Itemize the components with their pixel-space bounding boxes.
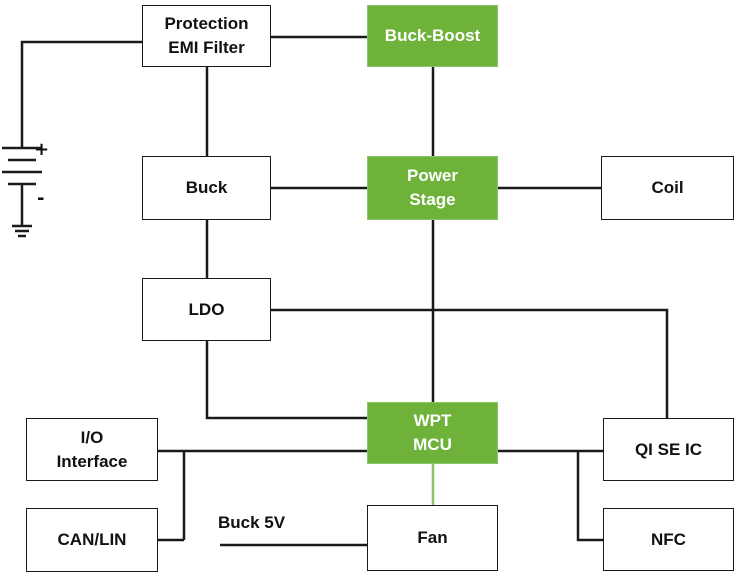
nfc-label: NFC	[651, 529, 686, 549]
buck-boost-label: Buck-Boost	[384, 26, 481, 45]
can-lin-block: CAN/LIN	[26, 508, 158, 572]
mcu-to-nfc-line	[576, 451, 603, 542]
ldo-block: LDO	[142, 278, 271, 341]
buck-label: Buck	[185, 178, 228, 197]
fan-block: Fan	[367, 505, 498, 571]
coil-block: Coil	[601, 156, 734, 220]
buck-block: Buck	[142, 156, 271, 220]
qi-se-ic-block: QI SE IC	[603, 418, 734, 481]
power-stage-label: Power Stage	[406, 166, 459, 209]
battery-plus-sign: +	[34, 139, 50, 160]
io-interface-block: I/O Interface	[26, 418, 158, 481]
buck-boost-block: Buck-Boost	[367, 5, 498, 67]
qi-se-ic-label: QI SE IC	[634, 439, 703, 459]
protection-emi-filter-label: Protection EMI Filter	[164, 14, 249, 57]
nfc-block: NFC	[603, 508, 734, 571]
wpt-mcu-label: WPT MCU	[413, 411, 452, 454]
fan-label: Fan	[417, 528, 448, 547]
protection-emi-filter-block: Protection EMI Filter	[142, 5, 271, 67]
ldo-to-mcu-line	[205, 341, 367, 420]
power-stage-block: Power Stage	[367, 156, 498, 220]
io-interface-label: I/O Interface	[56, 427, 128, 471]
wpt-mcu-block: WPT MCU	[367, 402, 498, 464]
battery-minus-sign: -	[37, 188, 45, 209]
coil-label: Coil	[651, 178, 684, 197]
ldo-to-qi-line	[271, 308, 669, 418]
battery-to-protection-line	[20, 40, 142, 148]
can-lin-label: CAN/LIN	[57, 530, 127, 549]
buck-5v-label: Buck 5V	[218, 513, 286, 532]
ldo-label: LDO	[188, 299, 225, 319]
